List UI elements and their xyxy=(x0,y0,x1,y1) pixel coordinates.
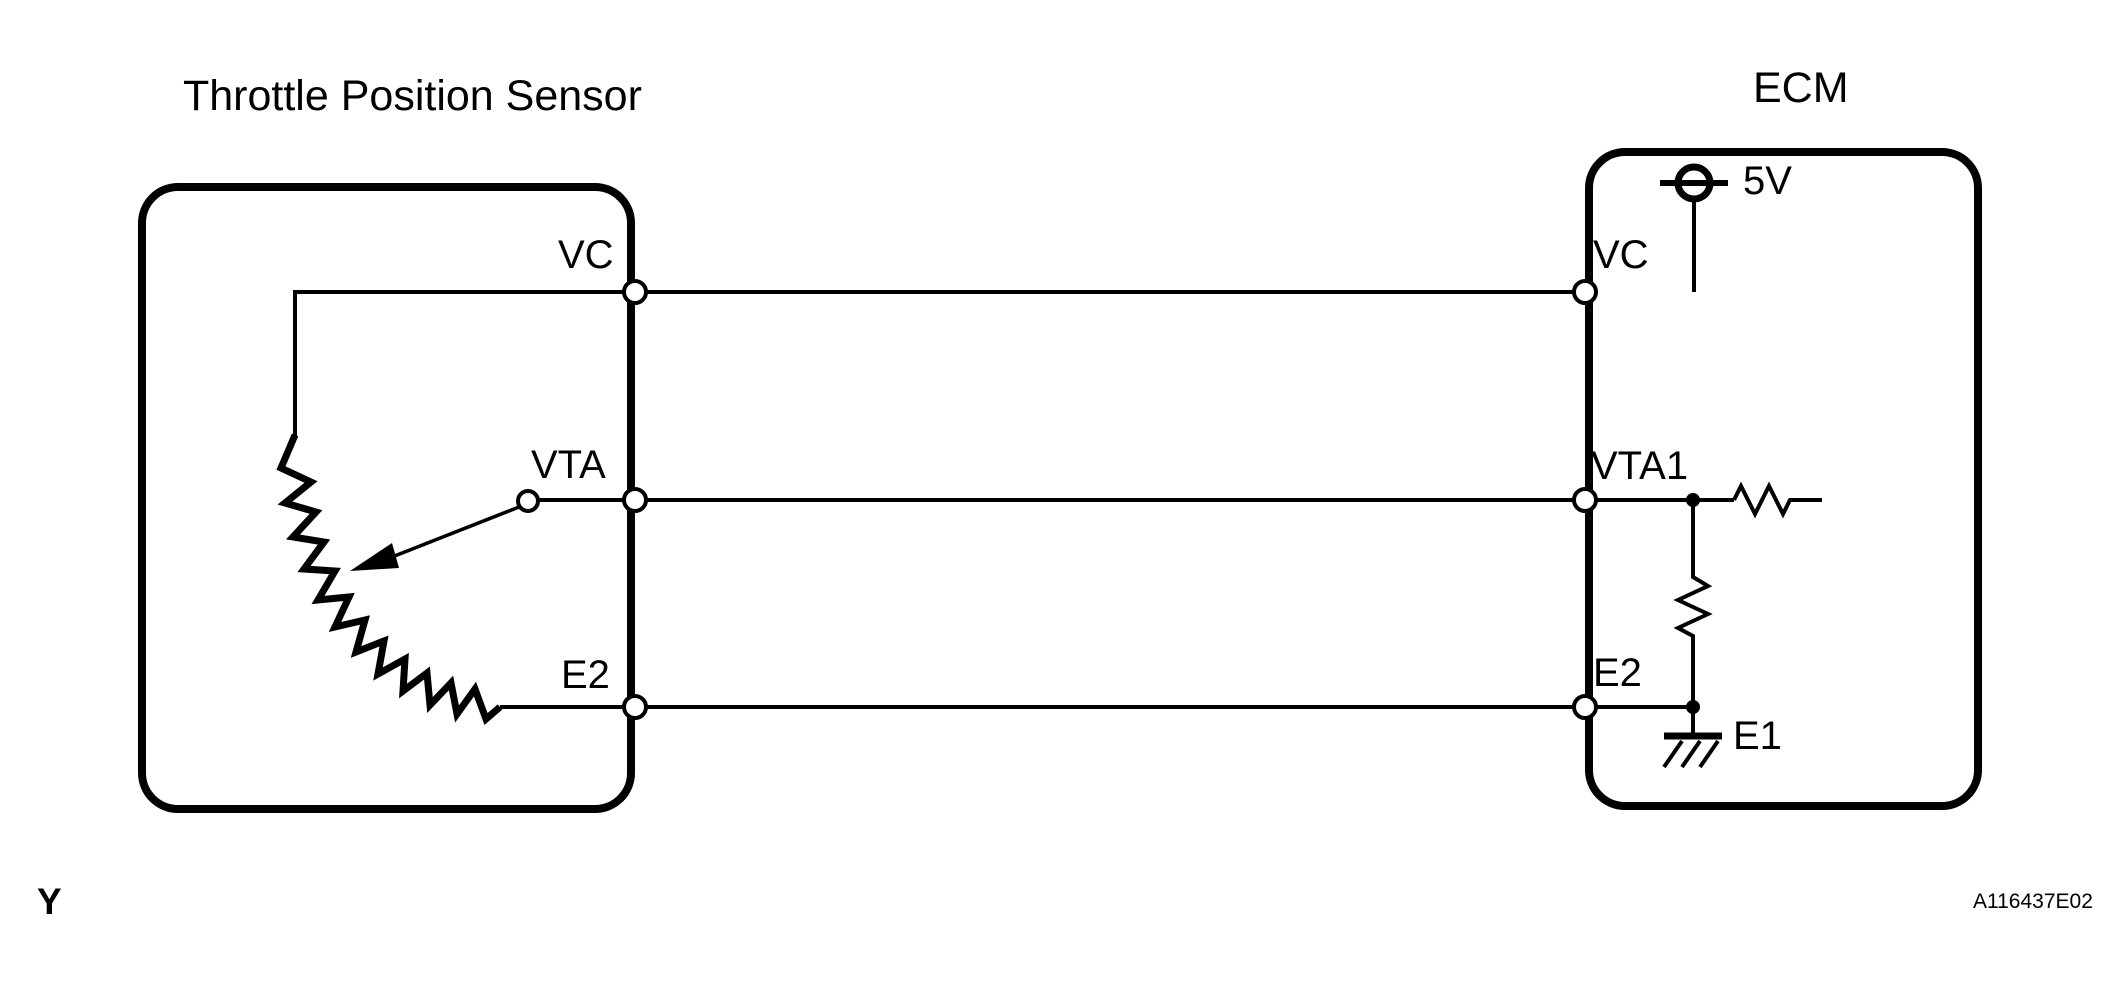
ecm-box xyxy=(1585,148,1982,810)
ground-label: E1 xyxy=(1733,714,1782,758)
ground-hatch-3 xyxy=(1698,739,1720,769)
sensor-pin-label-vc: VC xyxy=(558,233,614,277)
wiper-contact-circle xyxy=(516,489,540,513)
terminals xyxy=(622,279,1598,720)
ecm-pin-label-vta1: VTA1 xyxy=(1591,444,1689,488)
ecm-vta1-terminal xyxy=(1572,487,1598,513)
sensor-title: Throttle Position Sensor xyxy=(183,72,642,120)
ecm-pin-label-vc: VC xyxy=(1593,233,1649,277)
power-source-5v-icon xyxy=(1660,163,1728,203)
vta1-series-resistor xyxy=(1732,481,1822,519)
vc-wire xyxy=(293,290,1585,437)
ecm-vc-terminal xyxy=(1572,279,1598,305)
ground-hatch-1 xyxy=(1662,739,1684,769)
vta1-pulldown-resistor xyxy=(1673,500,1713,733)
e2-junction-dot xyxy=(1686,700,1700,714)
footer-left-label: Y xyxy=(37,881,62,922)
ecm-pin-label-e2: E2 xyxy=(1593,651,1642,695)
sensor-pin-label-vta: VTA xyxy=(531,443,606,487)
wiper-arrow xyxy=(350,489,540,571)
ground-hatch-2 xyxy=(1680,739,1702,769)
ground-e1-icon xyxy=(1662,732,1722,769)
ecm-e2-terminal xyxy=(1572,694,1598,720)
sensor-pin-label-e2: E2 xyxy=(561,653,610,697)
vta1-junction-dot xyxy=(1686,493,1700,507)
supply-voltage-label: 5V xyxy=(1743,159,1792,203)
ecm-title: ECM xyxy=(1753,64,1849,112)
sensor-vta-terminal xyxy=(622,487,648,513)
wiper-arrowhead-icon xyxy=(350,543,399,571)
sensor-vc-terminal xyxy=(622,279,648,305)
power-source-circle xyxy=(1674,163,1714,203)
figure-code: A116437E02 xyxy=(1973,890,2093,913)
sensor-e2-terminal xyxy=(622,694,648,720)
wires xyxy=(293,199,1734,709)
potentiometer-track-resistor xyxy=(276,433,503,725)
wiper-arrow-shaft xyxy=(391,505,520,559)
